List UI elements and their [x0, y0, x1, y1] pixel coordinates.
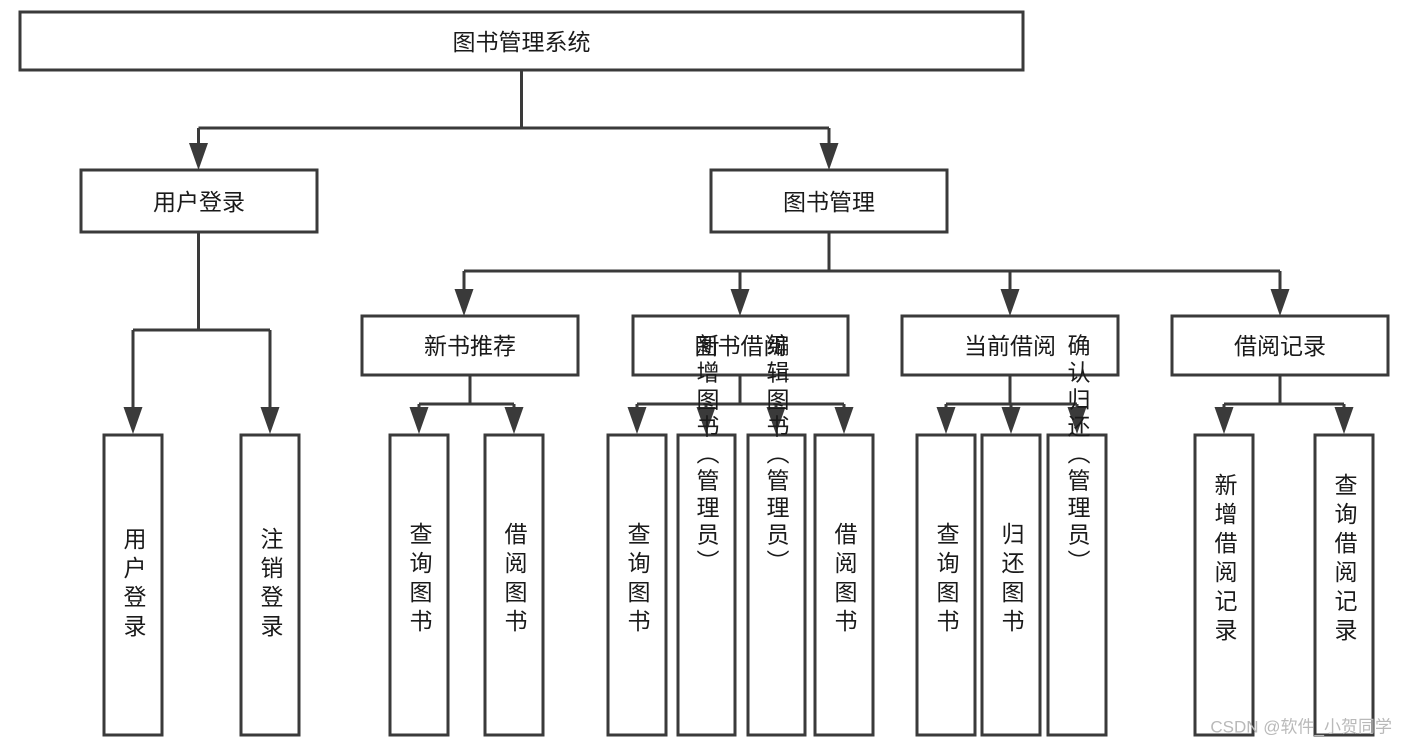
node-new-book-recommend-box[interactable] — [360, 314, 580, 377]
connector-group-currentborrow — [936, 375, 1087, 434]
leaf-cb-confirm-return[interactable]: 确认归还（管理员） — [1046, 334, 1108, 737]
arrow-head-newbookrec — [454, 289, 474, 316]
node-book-borrow-box[interactable] — [631, 314, 850, 377]
leaf-br-query-record-label: 查询借阅记录 — [1331, 473, 1358, 647]
node-borrow-record-label: 借阅记录 — [1234, 333, 1326, 359]
leaf-bb-borrow-book-box[interactable] — [813, 433, 875, 737]
leaf-bb-add-book[interactable]: 新增图书（管理员） — [676, 334, 737, 737]
leaf-bb-edit-book-box[interactable] — [746, 433, 807, 737]
leaf-br-query-record-box[interactable] — [1313, 433, 1375, 737]
arrow-head-leaf-bb-borrow — [834, 407, 854, 434]
arrow-head-leaf-cb-return — [1001, 407, 1021, 434]
node-borrow-record[interactable]: 借阅记录 — [1170, 314, 1390, 377]
leaf-cb-query-book[interactable]: 查询图书 — [915, 433, 977, 737]
arrow-head-borrowrecord — [1270, 289, 1290, 316]
arrow-head-leaf-cb-confirm — [1067, 407, 1087, 434]
connector-group-userlogin — [123, 232, 280, 434]
leaf-user-login[interactable]: 用户登录 — [102, 433, 164, 737]
arrow-head-leaf-br-add — [1214, 407, 1234, 434]
node-book-management[interactable]: 图书管理 — [709, 168, 949, 234]
leaf-cb-return-book-label: 归还图书 — [998, 522, 1025, 638]
leaf-nr-query-book[interactable]: 查询图书 — [388, 433, 450, 737]
connector-group-bookmgmt — [454, 232, 1290, 316]
node-book-borrow[interactable]: 图书借阅 — [631, 314, 850, 377]
leaf-bb-query-book-box[interactable] — [606, 433, 668, 737]
arrow-head-leaf-logout — [260, 407, 280, 434]
leaf-bb-query-book-label: 查询图书 — [624, 522, 651, 638]
node-user-login[interactable]: 用户登录 — [79, 168, 319, 234]
leaf-br-add-record[interactable]: 新增借阅记录 — [1193, 433, 1255, 737]
node-new-book-recommend[interactable]: 新书推荐 — [360, 314, 580, 377]
leaf-user-login-label: 用户登录 — [120, 527, 147, 643]
leaf-nr-borrow-book[interactable]: 借阅图书 — [483, 433, 545, 737]
leaf-cb-return-book[interactable]: 归还图书 — [980, 433, 1042, 737]
leaf-logout-box[interactable] — [239, 433, 301, 737]
node-new-book-recommend-label: 新书推荐 — [424, 333, 516, 359]
arrow-head-bookborrow — [730, 289, 750, 316]
arrow-head-bookmgmt — [819, 143, 839, 170]
node-borrow-record-box[interactable] — [1170, 314, 1390, 377]
leaf-cb-confirm-return-label: 确认归还（管理员） — [1064, 334, 1091, 577]
csdn-watermark: CSDN @软件_小贺同学 — [1210, 717, 1392, 736]
node-current-borrow-box[interactable] — [900, 314, 1120, 377]
leaf-bb-add-book-box[interactable] — [676, 433, 737, 737]
node-user-login-label: 用户登录 — [153, 189, 245, 215]
arrow-head-leaf-bb-query — [627, 407, 647, 434]
leaf-bb-borrow-book-label: 借阅图书 — [831, 522, 858, 638]
leaf-cb-query-book-label: 查询图书 — [933, 522, 960, 638]
leaf-logout[interactable]: 注销登录 — [239, 433, 301, 737]
arrow-head-leaf-bb-add — [696, 407, 716, 434]
leaf-cb-confirm-return-box[interactable] — [1046, 433, 1108, 737]
connector-group-newbookrec — [409, 375, 524, 434]
leaf-cb-return-book-box[interactable] — [980, 433, 1042, 737]
node-root[interactable]: 图书管理系统 — [18, 10, 1025, 72]
leaf-user-login-box[interactable] — [102, 433, 164, 737]
leaf-bb-edit-book[interactable]: 编辑图书（管理员） — [746, 334, 807, 737]
node-current-borrow[interactable]: 当前借阅 — [900, 314, 1120, 377]
leaf-bb-query-book[interactable]: 查询图书 — [606, 433, 668, 737]
arrow-head-leaf-bb-edit — [766, 407, 786, 434]
leaf-nr-query-book-label: 查询图书 — [406, 522, 433, 638]
node-book-management-box[interactable] — [709, 168, 949, 234]
leaf-bb-add-book-label: 新增图书（管理员） — [693, 334, 720, 577]
arrow-head-leaf-br-query — [1334, 407, 1354, 434]
node-book-management-label: 图书管理 — [783, 189, 875, 215]
connector-group-bookborrow — [627, 375, 854, 434]
node-root-label: 图书管理系统 — [453, 29, 591, 55]
leaf-bb-borrow-book[interactable]: 借阅图书 — [813, 433, 875, 737]
leaf-br-query-record[interactable]: 查询借阅记录 — [1313, 433, 1375, 737]
connector-group-borrowrecord — [1214, 375, 1354, 434]
leaf-bb-edit-book-label: 编辑图书（管理员） — [763, 334, 790, 577]
node-book-borrow-label: 图书借阅 — [695, 333, 787, 359]
leaf-nr-query-book-box[interactable] — [388, 433, 450, 737]
connector-group-root — [189, 70, 839, 170]
leaf-nr-borrow-book-label: 借阅图书 — [501, 522, 528, 638]
leaf-logout-label: 注销登录 — [257, 527, 284, 643]
leaf-br-add-record-box[interactable] — [1193, 433, 1255, 737]
arrow-head-leaf-user-login — [123, 407, 143, 434]
leaf-cb-query-book-box[interactable] — [915, 433, 977, 737]
leaf-br-add-record-label: 新增借阅记录 — [1211, 473, 1238, 647]
arrow-head-leaf-nr-borrow — [504, 407, 524, 434]
node-current-borrow-label: 当前借阅 — [964, 333, 1056, 359]
node-user-login-box[interactable] — [79, 168, 319, 234]
arrow-head-currentborrow — [1000, 289, 1020, 316]
leaf-nr-borrow-book-box[interactable] — [483, 433, 545, 737]
node-root-box[interactable] — [18, 10, 1025, 72]
arrow-head-userlogin — [189, 143, 208, 170]
arrow-head-leaf-nr-query — [409, 407, 429, 434]
arrow-head-leaf-cb-query — [936, 407, 956, 434]
